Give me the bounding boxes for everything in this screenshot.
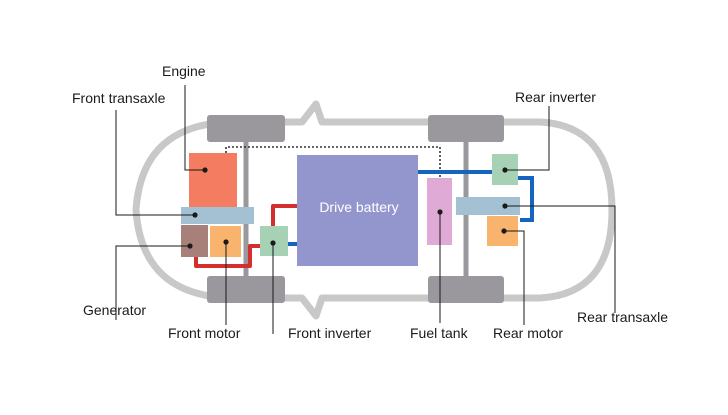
label-front-inverter: Front inverter: [288, 325, 372, 341]
drive-battery-block: [297, 155, 418, 266]
coolant-lines: [288, 170, 534, 246]
dot-rear-transaxle: [502, 203, 508, 209]
fuel-line: [225, 146, 441, 178]
leader-generator: [115, 245, 189, 320]
label-generator: Generator: [83, 302, 146, 318]
leader-engine: [184, 85, 204, 171]
label-drive-battery: Drive battery: [319, 199, 398, 215]
dot-front-inverter: [270, 240, 276, 246]
label-front-transaxle: Front transaxle: [72, 90, 166, 106]
coolant-line-rear-inverter-loop: [518, 176, 534, 222]
hv-line-inverter-to-battery: [271, 204, 298, 226]
labels: Engine Front transaxle Generator Front m…: [72, 63, 668, 341]
leader-front-transaxle: [115, 110, 194, 216]
label-rear-motor: Rear motor: [493, 325, 563, 341]
dot-rear-motor: [501, 228, 507, 234]
leader-rear-motor: [504, 230, 525, 325]
label-rear-transaxle: Rear transaxle: [577, 309, 668, 325]
connector-dots: [187, 167, 508, 249]
dot-front-motor: [223, 239, 229, 245]
dot-generator: [187, 243, 193, 249]
rear-left-wheel: [428, 115, 504, 142]
dot-rear-inverter: [502, 167, 508, 173]
components: [181, 153, 520, 266]
high-voltage-lines: [194, 204, 298, 268]
label-rear-inverter: Rear inverter: [515, 89, 596, 105]
front-transaxle-block: [181, 207, 254, 224]
leader-rear-inverter: [505, 106, 550, 171]
dot-fuel-tank: [437, 209, 443, 215]
dot-front-transaxle: [192, 212, 198, 218]
rear-right-wheel: [428, 276, 504, 303]
front-left-wheel: [207, 115, 285, 142]
label-engine: Engine: [162, 63, 206, 79]
leader-rear-transaxle: [505, 205, 616, 313]
engine-block: [189, 153, 237, 208]
generator-block: [181, 225, 208, 257]
label-front-motor: Front motor: [168, 325, 241, 341]
car-body-outline: [132, 100, 616, 320]
dot-engine: [202, 167, 208, 173]
leader-lines: [115, 85, 616, 334]
hv-line-inverter-to-motors: [194, 244, 260, 268]
label-fuel-tank: Fuel tank: [410, 325, 469, 341]
car-body: [132, 100, 616, 320]
rear-transaxle-block: [456, 197, 520, 215]
